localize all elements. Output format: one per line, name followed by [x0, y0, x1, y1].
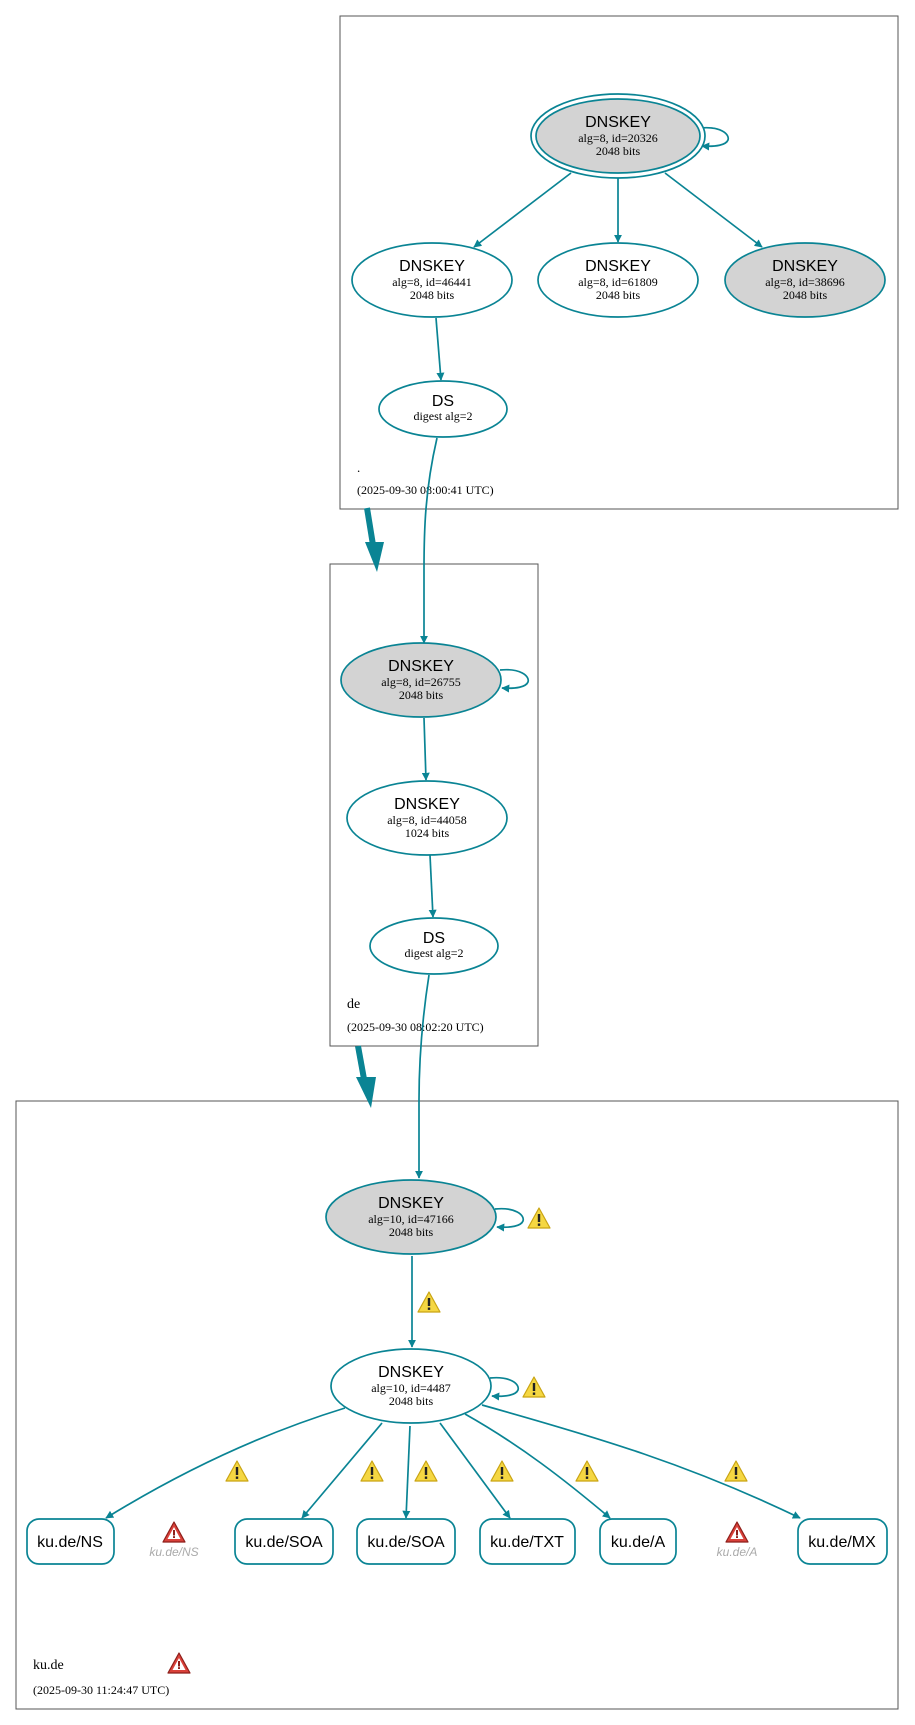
node-detail: 2048 bits — [389, 1394, 434, 1408]
dnskey-node-root-61809[interactable]: DNSKEY alg=8, id=61809 2048 bits — [537, 242, 699, 318]
node-detail: alg=8, id=20326 — [578, 131, 658, 145]
missing-rrset-ns[interactable]: ku.de/NS — [149, 1521, 199, 1559]
node-title: DNSKEY — [394, 796, 460, 813]
node-title: DNSKEY — [378, 1364, 444, 1381]
node-detail: alg=10, id=4487 — [371, 1381, 451, 1395]
error-triangle-icon — [725, 1521, 749, 1543]
ds-node-root[interactable]: DS digest alg=2 — [378, 380, 508, 438]
error-triangle-icon — [162, 1521, 186, 1543]
dnskey-node-kude-4487[interactable]: DNSKEY alg=10, id=4487 2048 bits — [330, 1348, 492, 1424]
node-title: DS — [432, 393, 454, 410]
node-title: DNSKEY — [388, 658, 454, 675]
warning-triangle-icon[interactable] — [360, 1460, 384, 1482]
node-title: DNSKEY — [378, 1195, 444, 1212]
dnskey-node-de-44058[interactable]: DNSKEY alg=8, id=44058 1024 bits — [346, 780, 508, 856]
node-detail: 2048 bits — [389, 1225, 434, 1239]
zone-de-timestamp: (2025-09-30 08:02:20 UTC) — [347, 1020, 484, 1034]
warning-triangle-icon[interactable] — [522, 1376, 546, 1398]
zone-error-icon — [167, 1652, 191, 1674]
node-detail: alg=8, id=26755 — [381, 675, 461, 689]
rrset-soa-1[interactable]: ku.de/SOA — [234, 1518, 334, 1565]
zone-root-timestamp: (2025-09-30 08:00:41 UTC) — [357, 483, 494, 497]
ds-node-de[interactable]: DS digest alg=2 — [369, 917, 499, 975]
warning-triangle-icon[interactable] — [225, 1460, 249, 1482]
dnskey-node-root-20326[interactable]: DNSKEY alg=8, id=20326 2048 bits — [530, 93, 706, 179]
warning-triangle-icon[interactable] — [575, 1460, 599, 1482]
rrset-label: ku.de/A — [611, 1534, 666, 1551]
rrset-label: ku.de/SOA — [245, 1534, 323, 1551]
node-detail: 2048 bits — [596, 288, 641, 302]
node-detail: alg=8, id=44058 — [387, 813, 467, 827]
dnskey-node-root-38696[interactable]: DNSKEY alg=8, id=38696 2048 bits — [724, 242, 886, 318]
warnings — [225, 1207, 748, 1482]
edges — [105, 126, 801, 1519]
warning-triangle-icon[interactable] — [414, 1460, 438, 1482]
rrset-label: ku.de/SOA — [367, 1534, 445, 1551]
rrset-a[interactable]: ku.de/A — [599, 1518, 677, 1565]
node-detail: alg=8, id=46441 — [392, 275, 472, 289]
node-detail: alg=8, id=38696 — [765, 275, 845, 289]
zone-de-name: de — [347, 997, 360, 1012]
node-title: DNSKEY — [585, 114, 651, 131]
warning-triangle-icon[interactable] — [490, 1460, 514, 1482]
zone-kude-name: ku.de — [33, 1658, 64, 1673]
rrset-label: ku.de/NS — [37, 1534, 103, 1551]
dnskey-node-de-26755[interactable]: DNSKEY alg=8, id=26755 2048 bits — [340, 642, 502, 718]
warning-triangle-icon[interactable] — [527, 1207, 551, 1229]
missing-rrset-a[interactable]: ku.de/A — [717, 1521, 758, 1559]
node-detail: alg=8, id=61809 — [578, 275, 658, 289]
zone-de: de (2025-09-30 08:02:20 UTC) — [329, 563, 539, 1047]
rrset-txt[interactable]: ku.de/TXT — [479, 1518, 576, 1565]
node-title: DNSKEY — [772, 258, 838, 275]
dnskey-node-kude-47166[interactable]: DNSKEY alg=10, id=47166 2048 bits — [325, 1179, 497, 1255]
zone-root: . (2025-09-30 08:00:41 UTC) — [339, 15, 899, 510]
node-detail: 2048 bits — [596, 144, 641, 158]
warning-triangle-icon[interactable] — [724, 1460, 748, 1482]
node-detail: 2048 bits — [783, 288, 828, 302]
missing-rrset-label: ku.de/A — [717, 1545, 758, 1559]
node-detail: 1024 bits — [405, 826, 450, 840]
zone-root-name: . — [357, 460, 360, 475]
dnskey-node-root-46441[interactable]: DNSKEY alg=8, id=46441 2048 bits — [351, 242, 513, 318]
rrset-mx[interactable]: ku.de/MX — [797, 1518, 888, 1565]
rrset-label: ku.de/MX — [808, 1534, 876, 1551]
node-detail: 2048 bits — [410, 288, 455, 302]
rrset-ns[interactable]: ku.de/NS — [26, 1518, 115, 1565]
node-detail: 2048 bits — [399, 688, 444, 702]
rrset-soa-2[interactable]: ku.de/SOA — [356, 1518, 456, 1565]
node-title: DS — [423, 930, 445, 947]
warning-triangle-icon[interactable] — [417, 1291, 441, 1313]
missing-rrset-label: ku.de/NS — [149, 1545, 198, 1559]
zone-kude-timestamp: (2025-09-30 11:24:47 UTC) — [33, 1683, 169, 1697]
node-title: DNSKEY — [399, 258, 465, 275]
node-detail: digest alg=2 — [404, 946, 463, 960]
node-detail: alg=10, id=47166 — [368, 1212, 454, 1226]
delegation-arrows — [355, 507, 384, 1108]
node-title: DNSKEY — [585, 258, 651, 275]
zone-kude: ku.de (2025-09-30 11:24:47 UTC) — [15, 1100, 899, 1710]
rrset-label: ku.de/TXT — [490, 1534, 564, 1551]
node-detail: digest alg=2 — [413, 409, 472, 423]
